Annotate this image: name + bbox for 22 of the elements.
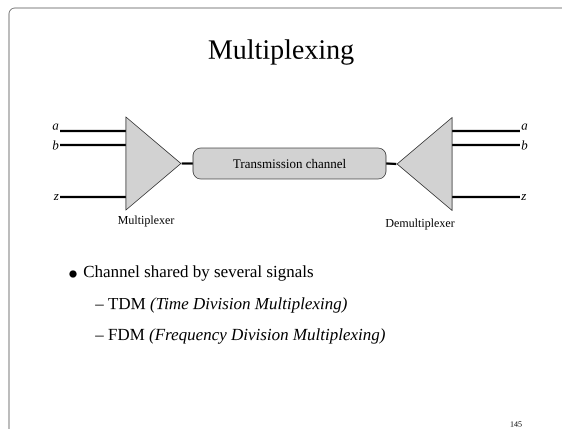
signal-label: b [52,140,58,150]
signal-label: a [522,124,528,130]
bullet-text: – TDM (Time Division Multiplexing) [95,297,347,313]
device-label: Multiplexer [118,216,174,226]
bullet-text: Channel shared by several signals [84,265,313,281]
signal-label: b [522,140,528,150]
signal-label: z [521,194,526,200]
signal-line [452,144,520,146]
signal-line [386,162,396,166]
signal-line [452,196,520,198]
signal-line [60,196,126,198]
signal-line [182,162,193,165]
signal-line [60,144,126,146]
channel-box: Transmission channel [192,148,386,180]
signal-line [60,130,126,132]
page-number: 145 [510,421,522,427]
device-label: Demultiplexer [386,218,455,230]
signal-line [452,130,520,132]
title: Multiplexing [208,39,354,65]
signal-label: z [54,194,59,200]
bullet-text: – FDM (Frequency Division Multiplexing) [95,328,385,344]
signal-label: a [52,124,58,130]
